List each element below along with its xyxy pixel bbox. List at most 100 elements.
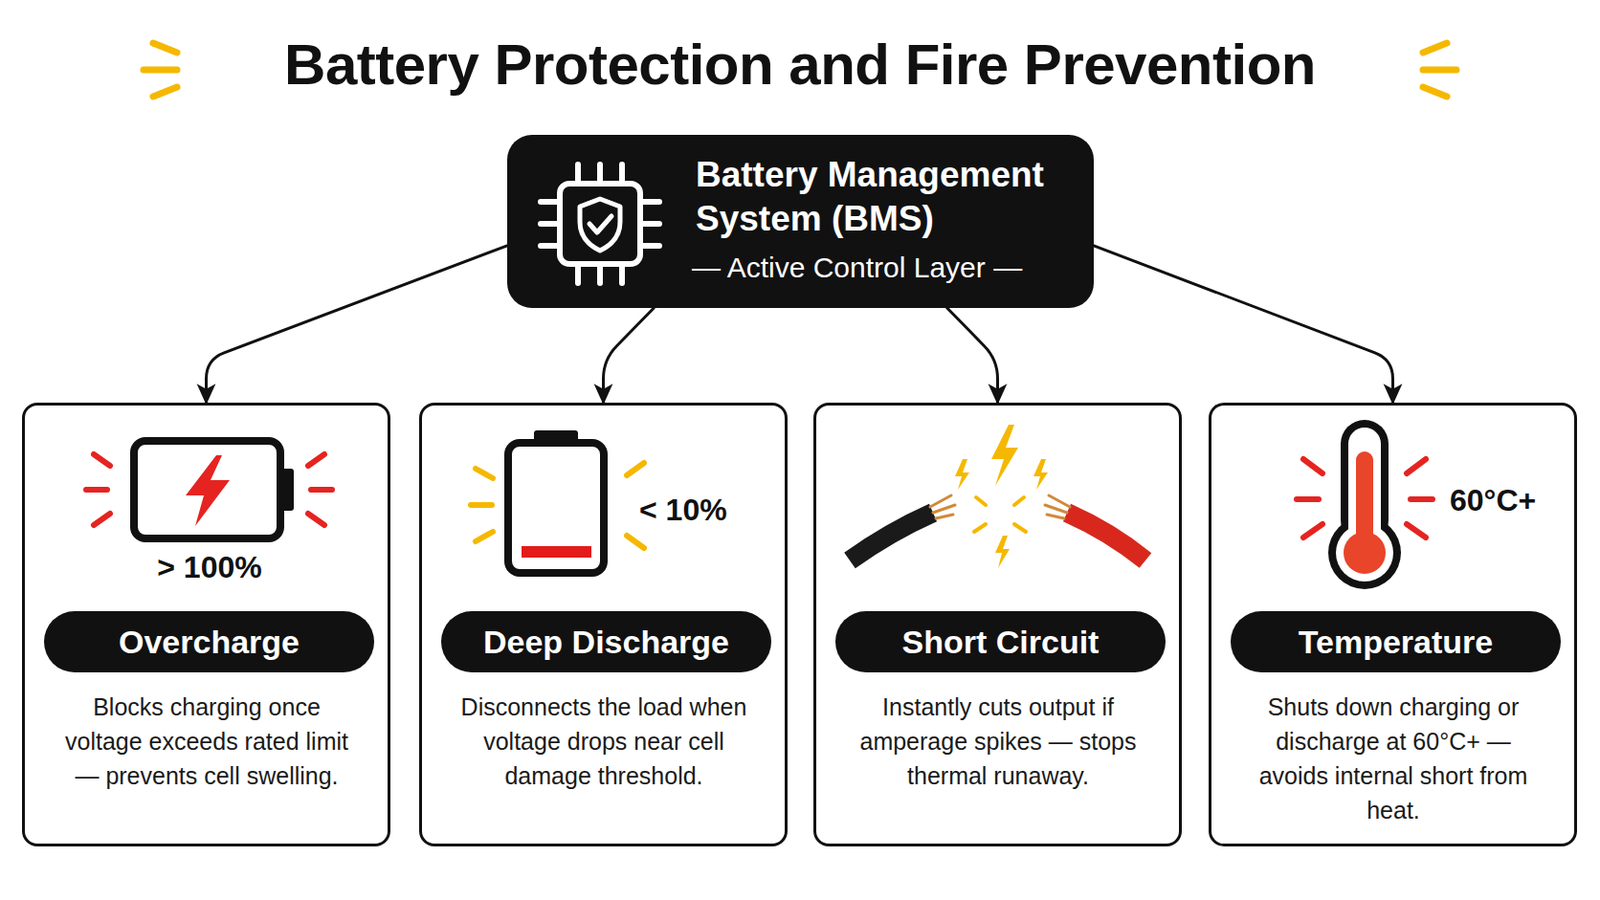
title-sparkle (1422, 66, 1457, 74)
alert-dashes (308, 454, 325, 467)
box-subtitle: — Active Control Layer — (691, 248, 1075, 288)
alert-dashes (86, 454, 333, 526)
overcharge-battery (133, 441, 294, 539)
alert-dashes (475, 468, 493, 479)
chip-icon (640, 199, 660, 205)
chip-icon (640, 221, 660, 227)
chip-icon (575, 164, 581, 184)
chip-icon (579, 199, 621, 251)
protection-card: Instantly cuts output if amperage spikes… (813, 402, 1182, 847)
alert-dashes (86, 487, 108, 493)
broken-wire (935, 514, 954, 519)
alert-dashes (93, 454, 111, 467)
alert-dashes (470, 463, 645, 549)
spark (1033, 459, 1048, 490)
chip-icon (597, 264, 603, 284)
spark (991, 424, 1019, 487)
value-label: > 100% (156, 548, 262, 587)
low-battery (508, 430, 604, 574)
broken-wire (1066, 512, 1146, 561)
chip-icon (540, 243, 560, 249)
alert-dashes (475, 532, 493, 542)
chip-icon (540, 164, 660, 284)
alert-dashes (93, 513, 111, 526)
thermometer (1328, 516, 1401, 590)
heading-pill: Temperature (1230, 611, 1561, 673)
chip-icon (589, 216, 612, 233)
title-sparkle (153, 87, 178, 97)
alert-dashes (1303, 524, 1323, 538)
chip-icon (597, 164, 603, 184)
chip-icon (619, 264, 625, 284)
thermometer (1340, 420, 1389, 545)
low-battery (533, 430, 578, 445)
chip-icon (559, 183, 641, 265)
heading-pill: Short Circuit (835, 611, 1166, 673)
chip-icon (540, 221, 560, 227)
heading-pill: Overcharge (44, 611, 375, 673)
alert-dashes (308, 513, 325, 526)
connector-arrow (947, 308, 999, 403)
alert-dashes (626, 535, 645, 549)
spark (976, 497, 986, 506)
value-label: < 10% (639, 490, 728, 530)
connector-arrow (603, 308, 655, 403)
broken-wire (1044, 505, 1067, 513)
title-sparkle (153, 43, 178, 53)
broken-wire (849, 512, 934, 561)
description-text: Shuts down charging or discharge at 60°C… (1249, 689, 1537, 828)
heading-text: Temperature (1230, 611, 1561, 673)
heading-text: Short Circuit (835, 611, 1166, 673)
heading-pill: Deep Discharge (441, 611, 772, 673)
spark (974, 524, 986, 533)
title-sparkle (1422, 43, 1447, 53)
alert-dashes (1406, 524, 1426, 538)
broken-wire (930, 495, 1070, 519)
protection-card: Blocks charging once voltage exceeds rat… (22, 402, 391, 847)
broken-wire (1046, 514, 1065, 519)
low-battery (508, 443, 604, 574)
chip-icon (575, 264, 581, 284)
title-sparkle (1422, 87, 1447, 97)
overcharge-battery (185, 455, 230, 527)
alert-dashes (1303, 459, 1323, 474)
title-sparkle (143, 43, 1457, 97)
alert-dashes (1406, 459, 1426, 474)
thermometer (1328, 420, 1401, 590)
spark (995, 535, 1010, 569)
description-text: Instantly cuts output if amperage spikes… (854, 689, 1142, 794)
thermometer (1335, 524, 1394, 582)
alert-dashes (1410, 496, 1433, 503)
broken-wire (933, 505, 956, 513)
value-label: 60°C+ (1449, 481, 1536, 520)
chip-icon (540, 199, 560, 205)
alert-dashes (626, 463, 645, 476)
spark (955, 424, 1048, 569)
chip-icon (619, 164, 625, 184)
alert-dashes (470, 502, 492, 509)
heading-text: Deep Discharge (441, 611, 772, 673)
box-title: Battery Management System (BMS) (695, 153, 1079, 242)
alert-dashes (311, 487, 333, 493)
connector-arrow (1093, 245, 1394, 403)
description-text: Disconnects the load when voltage drops … (445, 689, 762, 794)
low-battery (521, 546, 592, 558)
connector-arrow (206, 245, 509, 403)
broken-wire (930, 495, 952, 508)
broken-wire (1048, 495, 1070, 508)
chip-icon (640, 243, 660, 249)
diagram-title: Battery Protection and Fire Prevention (0, 28, 1600, 102)
protection-card: Disconnects the load when voltage drops … (419, 402, 788, 847)
spark (1014, 497, 1024, 506)
title-sparkle (143, 66, 178, 74)
description-text: Blocks charging once voltage exceeds rat… (63, 689, 351, 794)
alert-dashes (1296, 496, 1319, 503)
control-box: Battery Management System (BMS) — Active … (507, 134, 1094, 309)
thermometer (1355, 451, 1374, 552)
overcharge-battery (133, 441, 281, 539)
heading-text: Overcharge (44, 611, 375, 673)
spark (1014, 524, 1026, 533)
protection-card: Shuts down charging or discharge at 60°C… (1208, 402, 1578, 847)
alert-dashes (1296, 459, 1433, 538)
